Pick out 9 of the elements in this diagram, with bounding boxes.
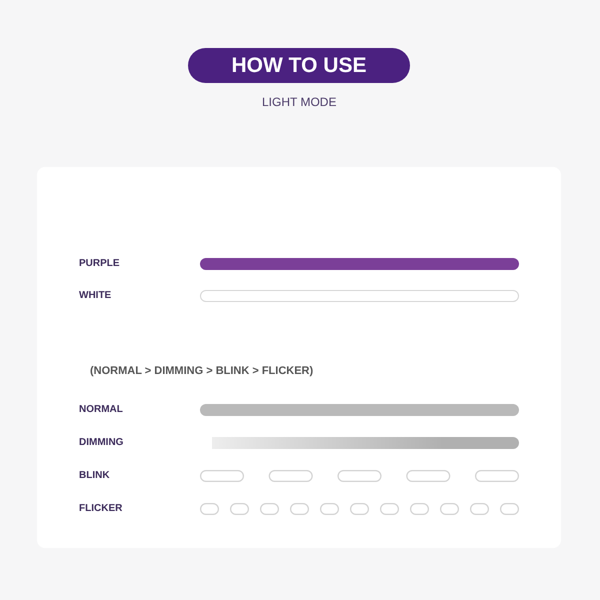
row-label: NORMAL [79, 403, 123, 417]
row-label: PURPLE [79, 257, 120, 271]
sequence-note: (NORMAL > DIMMING > BLINK > FLICKER) [90, 364, 314, 379]
row-label: WHITE [79, 289, 112, 303]
subtitle: LIGHT MODE [262, 94, 336, 110]
row-label: BLINK [79, 469, 110, 483]
row-label: FLICKER [79, 502, 122, 516]
row-label: DIMMING [79, 436, 124, 450]
title-banner: HOW TO USE [188, 48, 410, 83]
